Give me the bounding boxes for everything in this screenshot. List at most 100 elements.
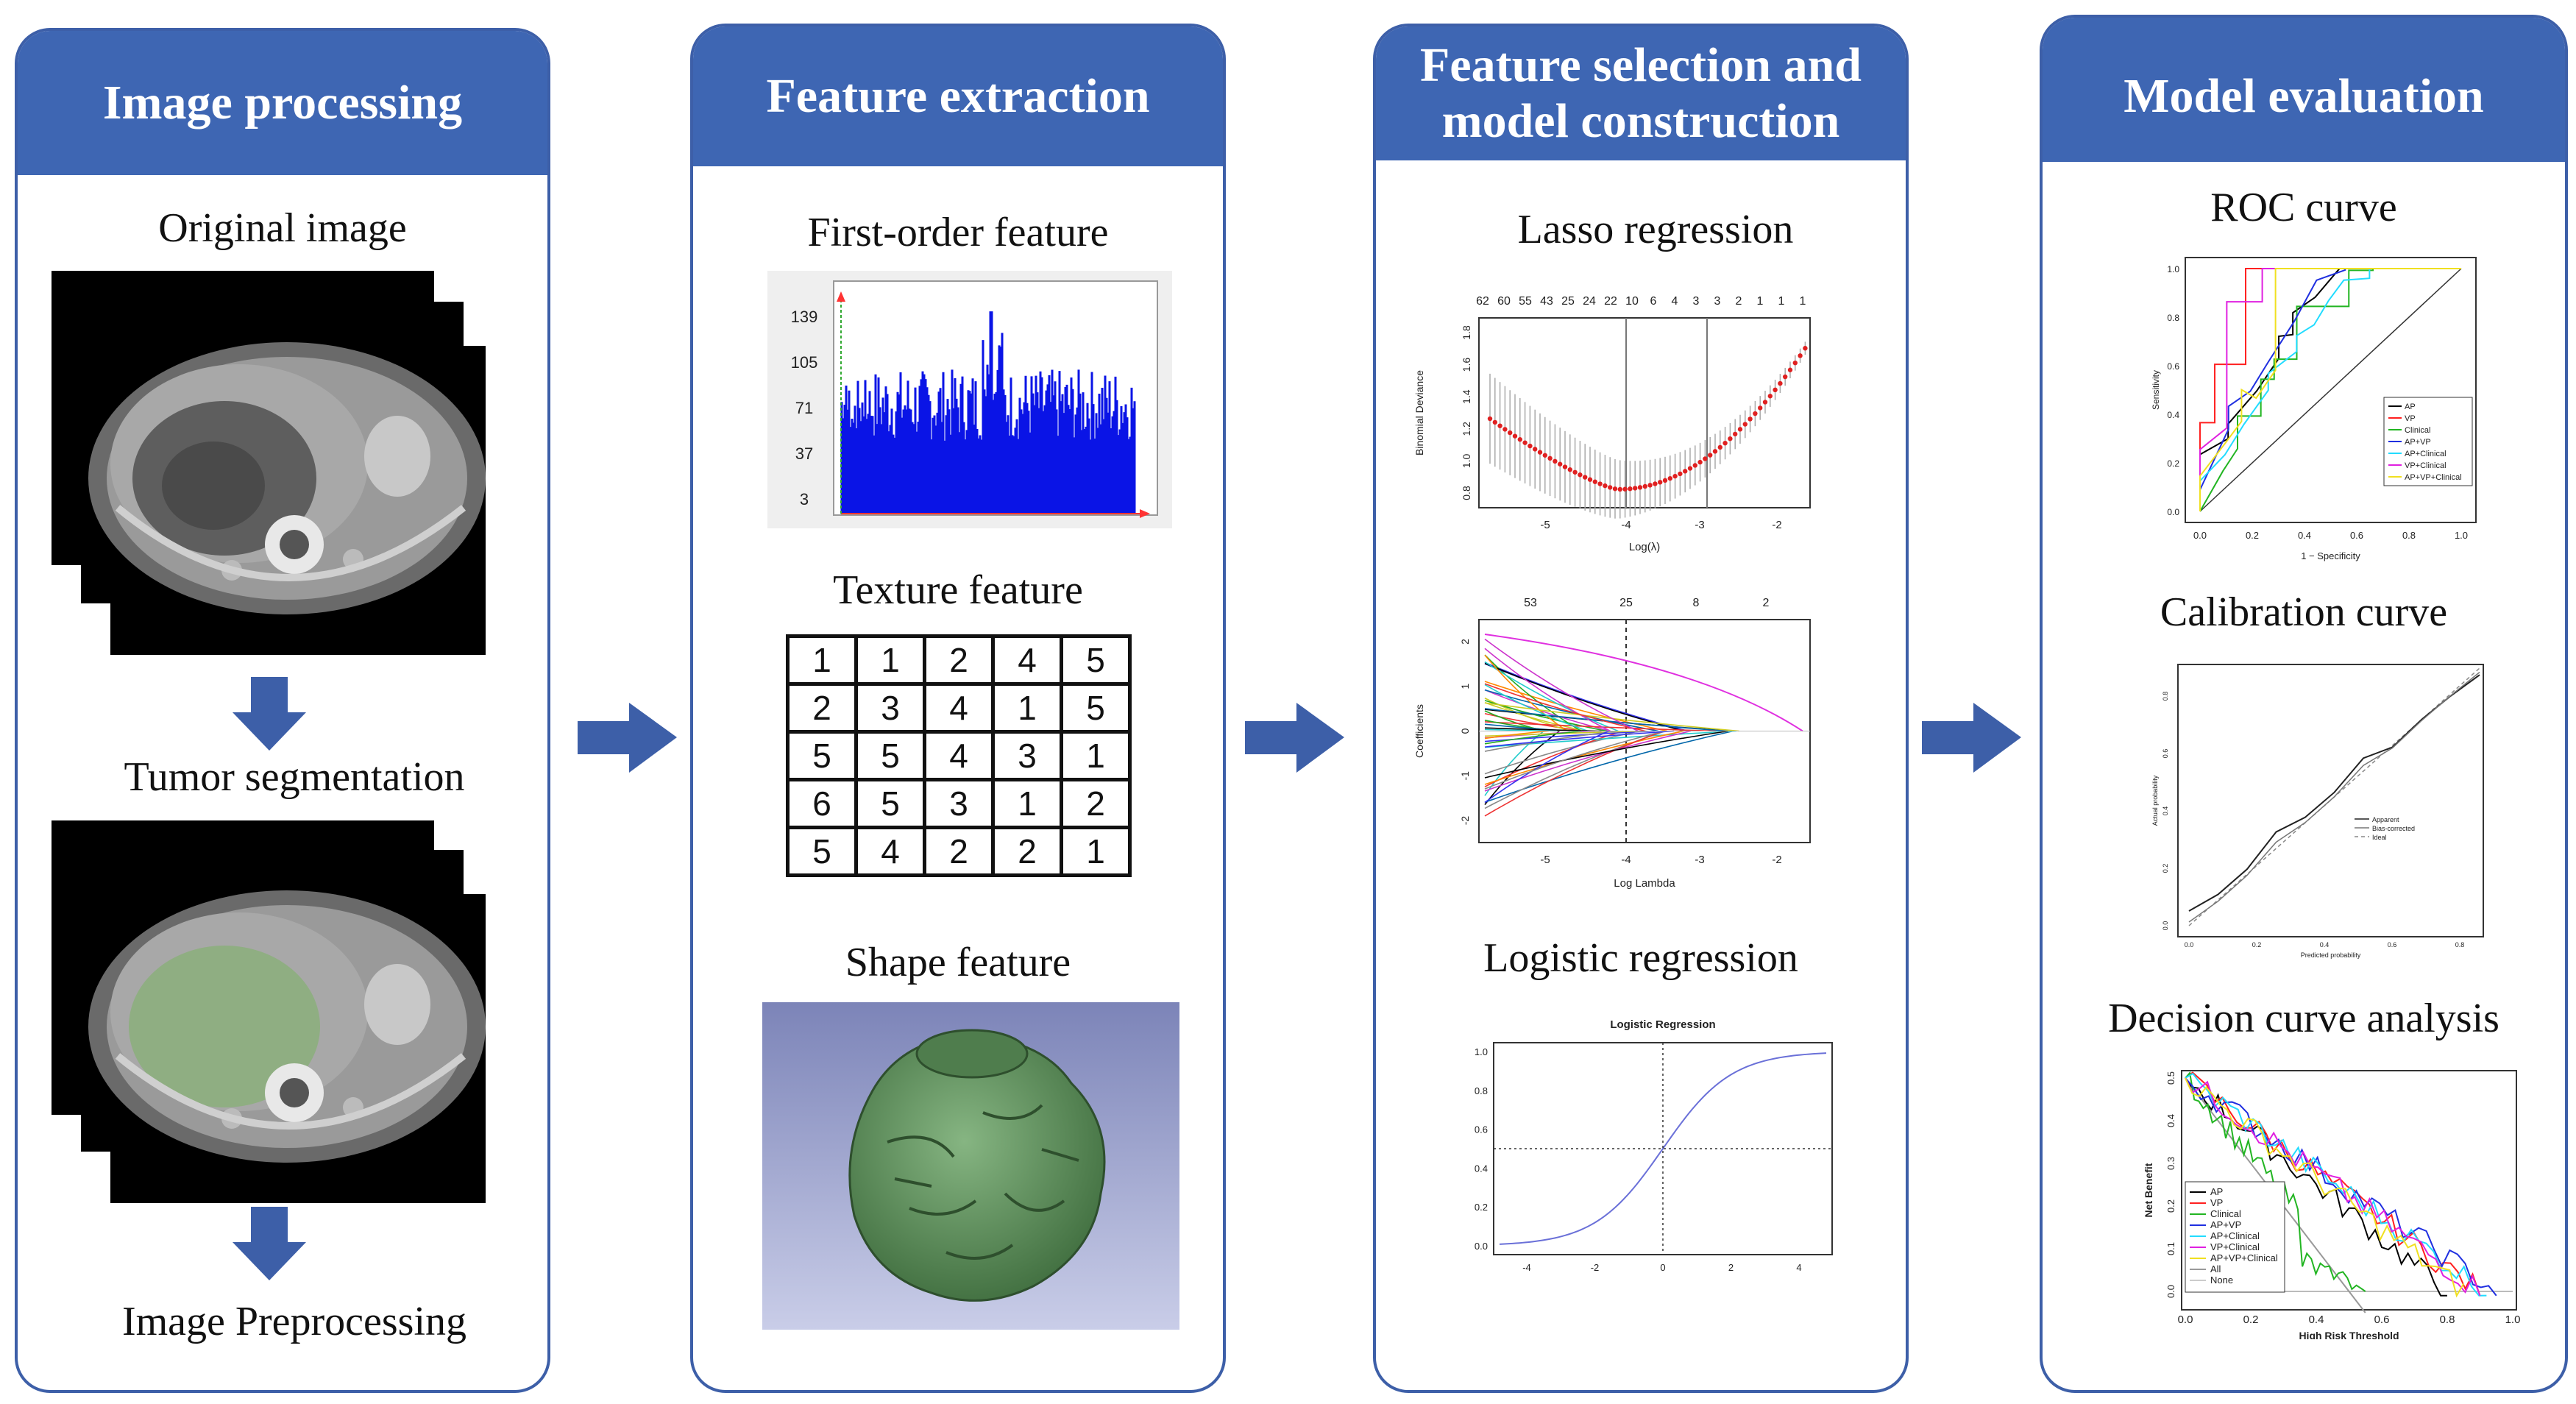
- arrow-right-1: [578, 703, 677, 773]
- lasso-path-line: [1484, 730, 1728, 779]
- lasso-path-line: [1484, 730, 1609, 804]
- dca-series-line: [2185, 1077, 2497, 1297]
- lasso-cv-point: [1778, 380, 1783, 386]
- lasso-cv-x-tick: -4: [1621, 519, 1631, 531]
- calib-bias: [2188, 671, 2480, 923]
- shape-3d-render: [762, 1002, 1179, 1330]
- arrow-right-3: [1922, 703, 2021, 773]
- lasso-path-line: [1484, 730, 1583, 745]
- roc-x-tick: 0.4: [2298, 530, 2311, 541]
- label-lasso-regression: Lasso regression: [1517, 207, 1794, 252]
- lasso-cv-point: [1722, 440, 1728, 446]
- dca-legend-label: Clinical: [2210, 1208, 2241, 1219]
- lasso-path-line: [1484, 683, 1646, 732]
- histogram-y-tick: 3: [800, 490, 809, 508]
- lasso-cv-point: [1683, 469, 1688, 474]
- calib-xlabel: Predicted probability: [2301, 951, 2361, 959]
- dca-ylabel: Net Benefit: [2143, 1163, 2154, 1217]
- roc-x-tick: 0.0: [2193, 530, 2207, 541]
- lasso-cv-point: [1783, 374, 1788, 380]
- dca-legend-label: All: [2210, 1263, 2221, 1274]
- lasso-cv-y-tick: 1.4: [1461, 389, 1472, 404]
- dca-legend-box: [2185, 1181, 2285, 1293]
- lasso-path-y-tick: -2: [1459, 816, 1471, 826]
- lasso-path-line: [1484, 730, 1549, 740]
- lasso-cv-point: [1542, 453, 1547, 458]
- lasso-cv-top-tick: 55: [1519, 295, 1532, 308]
- texture-matrix-cell: 5: [786, 826, 858, 877]
- logistic-y-tick: 0.2: [1475, 1202, 1488, 1213]
- lasso-cv-point: [1572, 469, 1578, 475]
- lasso-path-x-tick: -3: [1695, 854, 1704, 866]
- lasso-path-line: [1484, 730, 1560, 806]
- lasso-path-line: [1484, 661, 1619, 732]
- panel-title-image-processing: Image processing: [18, 31, 547, 175]
- lasso-path-top-tick: 53: [1524, 597, 1537, 609]
- label-tumor-segmentation: Tumor segmentation: [124, 754, 465, 800]
- texture-matrix-cell: 6: [786, 778, 858, 829]
- lasso-cv-point: [1527, 443, 1533, 449]
- lasso-cv-point: [1567, 467, 1572, 472]
- dca-legend-label: AP+VP: [2210, 1219, 2241, 1230]
- dca-y-tick: 0.2: [2165, 1199, 2176, 1213]
- calib-y-tick: 0.4: [2162, 806, 2169, 816]
- lasso-path-line: [1484, 648, 1611, 732]
- lasso-cv-point: [1592, 479, 1597, 484]
- lasso-cv-point: [1533, 447, 1538, 452]
- lasso-path-top-tick: 2: [1763, 597, 1770, 609]
- lasso-cv-top-tick: 6: [1650, 295, 1657, 308]
- texture-matrix-cell: 1: [1060, 730, 1132, 781]
- texture-matrix-cell: 5: [1060, 634, 1132, 686]
- lasso-path-line: [1484, 634, 1803, 732]
- lasso-path-line: [1484, 730, 1665, 790]
- dca-y-tick: 0.1: [2165, 1242, 2176, 1255]
- roc-x-tick: 1.0: [2455, 530, 2468, 541]
- lasso-cv-ylabel: Binomial Deviance: [1413, 370, 1425, 455]
- dca-y-tick: 0.5: [2165, 1071, 2176, 1085]
- histogram-y-tick: 37: [795, 444, 813, 463]
- calib-legend-label: Ideal: [2372, 834, 2387, 841]
- lasso-path-y-tick: 1: [1459, 684, 1471, 689]
- calib-x-tick: 0.2: [2252, 941, 2262, 949]
- texture-matrix-cell: 1: [991, 778, 1063, 829]
- lasso-cv-point: [1737, 427, 1743, 432]
- roc-legend-label: AP+Clinical: [2405, 450, 2447, 458]
- logistic-x-tick: 4: [1796, 1262, 1801, 1273]
- lasso-cv-point: [1608, 485, 1613, 490]
- lasso-cv-frame: [1478, 317, 1811, 508]
- lasso-path-y-tick: -1: [1459, 771, 1471, 781]
- lasso-cv-top-tick: 1: [1757, 295, 1764, 308]
- lasso-cv-top-tick: 62: [1476, 295, 1489, 308]
- lasso-cv-x-tick: -2: [1772, 519, 1781, 531]
- roc-series-line: [2199, 268, 2461, 511]
- lasso-cv-point: [1522, 440, 1527, 445]
- roc-ylabel: Sensitivity: [2151, 370, 2161, 410]
- dca-y-tick: 0.3: [2165, 1157, 2176, 1170]
- lasso-path-line: [1484, 702, 1739, 732]
- lasso-cv-point: [1578, 472, 1583, 478]
- texture-matrix-cell: 5: [1060, 682, 1132, 734]
- ct-segmented-stack: [52, 820, 486, 1203]
- lasso-path-line: [1484, 730, 1664, 817]
- lasso-cv-point: [1717, 444, 1722, 450]
- dca-x-tick: 0.0: [2178, 1313, 2193, 1326]
- dca-xlabel: High Risk Threshold: [2299, 1330, 2399, 1339]
- lasso-path-line: [1484, 698, 1571, 732]
- lasso-cv-point: [1622, 486, 1628, 492]
- calib-legend-label: Apparent: [2372, 816, 2399, 823]
- label-original-image: Original image: [158, 205, 407, 251]
- calib-x-tick: 0.6: [2388, 941, 2397, 949]
- calib-ylabel: Actual probability: [2151, 775, 2159, 826]
- lasso-cv-y-tick: 1.6: [1461, 358, 1472, 372]
- roc-y-tick: 0.0: [2167, 507, 2179, 517]
- lasso-cv-point: [1733, 431, 1738, 437]
- logistic-title: Logistic Regression: [1610, 1018, 1715, 1031]
- lasso-cv-top-tick: 1: [1778, 295, 1785, 308]
- roc-legend-label: AP+VP: [2405, 438, 2431, 447]
- lasso-cv-point: [1587, 477, 1593, 482]
- lasso-path-ylabel: Coefficients: [1413, 704, 1425, 758]
- panel-feature-selection: Feature selection and model construction: [1373, 24, 1909, 1393]
